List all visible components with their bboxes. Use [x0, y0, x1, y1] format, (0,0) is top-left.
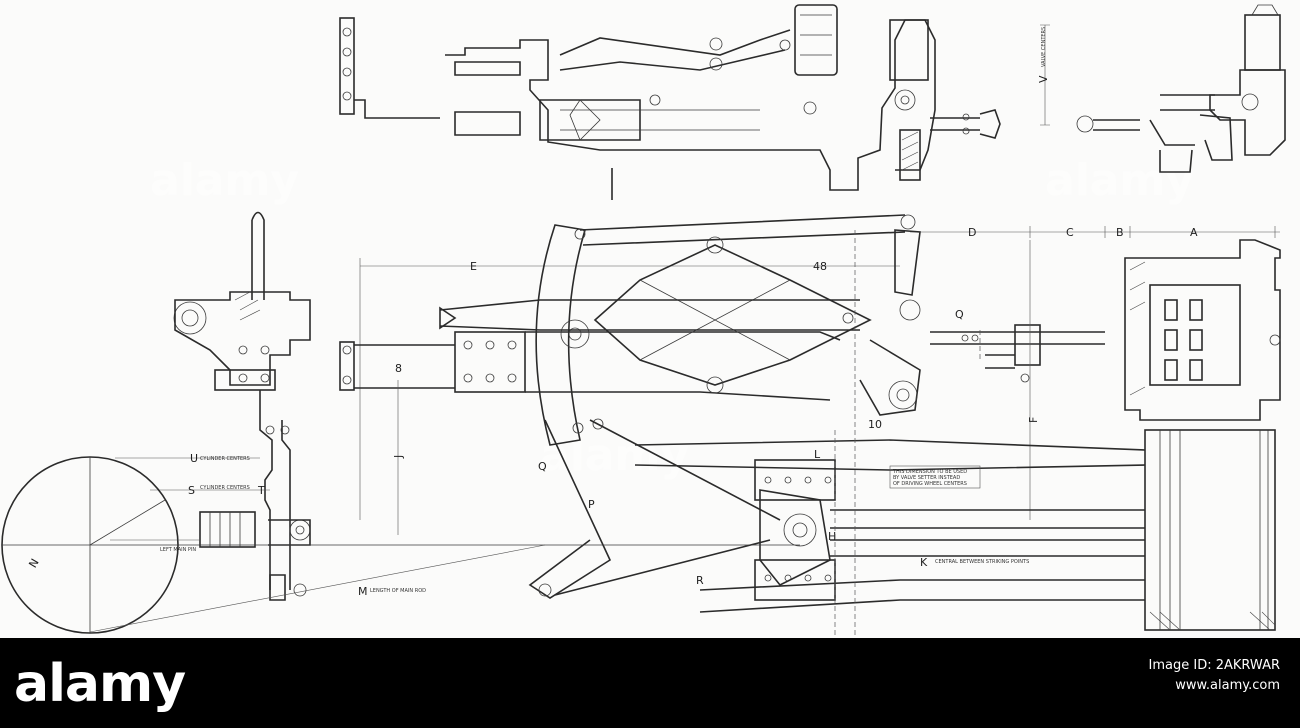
svg-text:48: 48	[813, 260, 827, 273]
svg-text:CENTRAL BETWEEN STRIKING POINT: CENTRAL BETWEEN STRIKING POINTS	[935, 559, 1029, 565]
svg-text:BY VALVE SETTER INSTEAD: BY VALVE SETTER INSTEAD	[893, 475, 960, 481]
watermark: alamy	[540, 430, 689, 481]
svg-text:U: U	[190, 452, 198, 465]
svg-text:H: H	[828, 530, 836, 543]
technical-drawing: alamy alamy alamy V	[1, 4, 1286, 638]
svg-text:P: P	[588, 498, 595, 511]
svg-text:F: F	[1027, 417, 1040, 423]
end-view-top-right	[1076, 4, 1286, 173]
svg-text:LENGTH OF MAIN ROD: LENGTH OF MAIN ROD	[370, 588, 426, 594]
cylinder	[1124, 239, 1281, 631]
svg-text:OF DRIVING WHEEL CENTERS: OF DRIVING WHEEL CENTERS	[893, 481, 967, 487]
svg-text:CYLINDER CENTERS: CYLINDER CENTERS	[200, 456, 250, 462]
svg-text:R: R	[696, 574, 704, 587]
driving-wheel-diagram: N LEFT MAIN PIN	[1, 456, 200, 634]
brand-logo-text: alamy	[14, 654, 186, 714]
svg-text:E: E	[470, 260, 477, 273]
stock-footer-bar	[0, 638, 1300, 728]
svg-text:D: D	[968, 226, 976, 239]
svg-text:S: S	[188, 484, 195, 497]
svg-text:K: K	[920, 556, 928, 569]
image-id-label: Image ID: 2AKRWAR	[1148, 658, 1280, 673]
svg-text:VALVE CENTERS: VALVE CENTERS	[1041, 27, 1047, 67]
svg-text:Q: Q	[538, 460, 547, 473]
top-elevation-view: V VALVE CENTERS	[339, 4, 1050, 200]
svg-text:C: C	[1066, 226, 1074, 239]
svg-text:CYLINDER CENTERS: CYLINDER CENTERS	[200, 485, 250, 491]
svg-text:THIS DIMENSION TO BE USED: THIS DIMENSION TO BE USED	[892, 469, 967, 475]
site-url-label: www.alamy.com	[1175, 678, 1280, 693]
watermark: alamy	[1045, 155, 1194, 206]
svg-text:A: A	[1190, 226, 1198, 239]
svg-text:J: J	[392, 455, 405, 459]
svg-text:B: B	[1116, 226, 1124, 239]
watermark: alamy	[150, 155, 299, 206]
valve-gear-drawing: alamy alamy alamy V	[1, 4, 1286, 638]
side-view-left: U CYLINDER CENTERS S CYLINDER CENTERS T	[115, 211, 311, 601]
svg-text:N: N	[26, 557, 41, 571]
svg-text:T: T	[257, 484, 265, 497]
svg-text:LEFT MAIN PIN: LEFT MAIN PIN	[160, 547, 196, 553]
plan-view-center: D C B A E 48 8	[339, 214, 1281, 638]
svg-text:Q: Q	[955, 308, 964, 321]
svg-text:M: M	[358, 585, 368, 598]
svg-text:10: 10	[868, 418, 882, 431]
svg-text:L: L	[814, 448, 821, 461]
svg-text:8: 8	[395, 362, 402, 375]
svg-text:V: V	[1037, 75, 1050, 83]
